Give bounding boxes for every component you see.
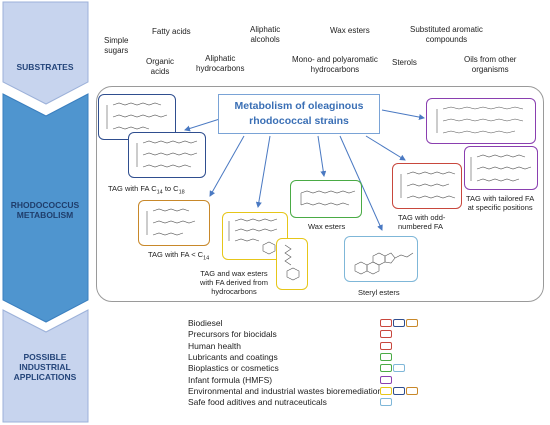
application-item: Safe food aditives and nutraceuticals [188,397,327,408]
substrate-fatty-acids: Fatty acids [152,27,191,36]
steryl-ester-structure [344,236,418,282]
metabolism-panel [96,86,544,302]
tag-molecule-icon [136,140,198,168]
application-color-chip [380,398,392,407]
application-color-chip [380,341,392,350]
application-color-chip [393,319,405,327]
application-color-chip [380,352,392,361]
application-color-chip [380,330,392,339]
application-color-chip [393,386,405,395]
wax-ester-structure [290,180,362,218]
chevron-substrates [2,1,89,105]
application-color-chip [380,386,392,395]
label-steryl-esters: Steryl esters [358,288,400,297]
application-color-chip [406,319,418,327]
label-wax-esters: Wax esters [308,222,346,231]
label-tag-odd: TAG with odd-numbered FA [398,213,446,231]
application-color-chip [380,319,392,327]
application-color-chip [393,364,405,373]
chevron-applications [2,309,89,423]
tag-molecule-icon [146,208,196,236]
tag-molecule-icon [228,218,278,255]
substrate-sterols: Sterols [392,58,417,67]
application-item: Bioplastics or cosmetics [188,363,279,374]
application-item: Infant formula (HMFS) [188,374,273,385]
application-color-chip [406,386,418,395]
application-item: Biodiesel [188,318,223,328]
substrate-wax-esters: Wax esters [330,26,370,35]
application-item: Precursors for biocidals [188,329,277,340]
tag-molecule-icon [400,171,456,199]
application-color-chip [380,375,392,384]
tag-tailored-structure-1 [426,98,536,144]
chevron-metabolism [2,93,89,323]
application-item: Lubricants and coatings [188,351,278,362]
tag-molecule-icon [284,244,300,281]
tag-odd-structure [392,163,462,209]
tag-molecule-icon [106,102,168,130]
section-label-substrates: SUBSTRATES [16,62,74,72]
tag-molecule-icon [436,106,524,134]
tag-molecule-icon [470,154,532,182]
label-tag-c14-c18: TAG with FA C14 to C18 [108,184,185,196]
tag-wax-structure-2 [276,238,308,290]
tag-short-fa-structure [138,200,210,246]
application-item: Environmental and industrial wastes bior… [188,385,383,396]
tag-structure-2 [128,132,206,178]
section-chevrons [2,1,89,423]
application-item: Human health [188,340,241,351]
application-color-chip [380,364,392,373]
wax-molecule-icon [300,190,356,206]
tag-tailored-structure-2 [464,146,538,190]
steroid-molecule-icon [354,252,414,275]
label-tag-lt-c14: TAG with FA < C14 [148,250,210,262]
